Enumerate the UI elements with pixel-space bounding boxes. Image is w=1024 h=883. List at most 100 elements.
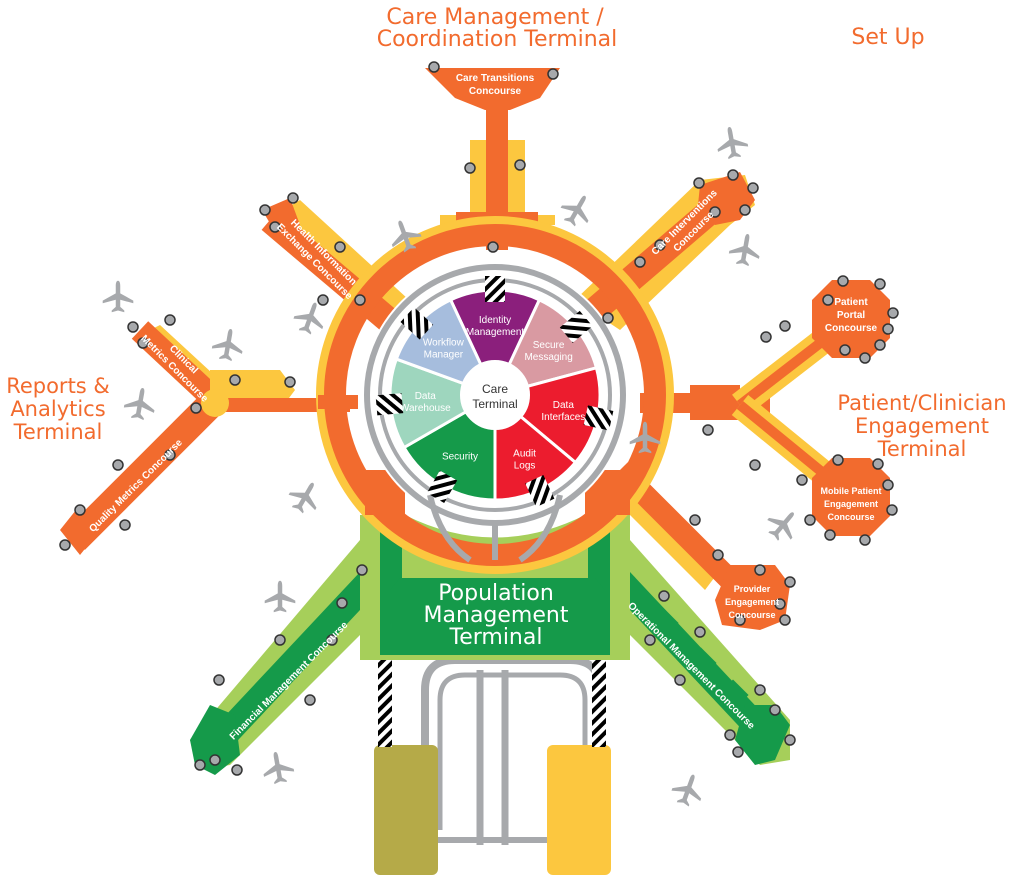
patient-portal-label-line3: Concourse (825, 323, 878, 334)
gate-dot (164, 449, 176, 461)
care-terminal-label-line2: Terminal (472, 397, 517, 411)
gate-dot (354, 294, 366, 306)
gate-dot (804, 514, 816, 526)
gate-dot (602, 312, 614, 324)
gate-dot (317, 294, 329, 306)
patient-terminal-line2: Engagement (855, 414, 989, 438)
airplane-icon (264, 580, 296, 613)
gate-dot (734, 614, 746, 626)
identity-management-connector (485, 276, 505, 302)
setup-label[interactable]: Set Up (851, 25, 924, 50)
gate-dot (837, 275, 849, 287)
gate-dot (822, 294, 834, 306)
data-warehouse-label-line2: Warehouse (400, 403, 451, 414)
care-terminal-title-line2: Coordination Terminal (377, 27, 618, 52)
patient-engagement-arms[interactable] (640, 280, 890, 536)
mobile-label-line2: Engagement (824, 499, 878, 509)
quality-metrics-label: Quality Metrics Concourse (87, 437, 185, 535)
care-terminal-hub: IdentityManagementSecureMessagingDataInt… (375, 276, 614, 508)
identity-management-label-line2: Management (466, 327, 525, 338)
reports-connector (210, 398, 350, 412)
care-transitions-concourse[interactable] (425, 68, 560, 250)
gate-dot (882, 323, 894, 335)
gate-dot (658, 590, 670, 602)
secure-messaging-label-line1: Secure (533, 340, 565, 351)
reports-terminal-line2: Analytics (10, 397, 105, 421)
audit-logs-label-line2: Logs (514, 460, 536, 471)
patient-terminal-line3: Terminal (877, 437, 967, 461)
data-warehouse-connector (375, 393, 404, 416)
hie-concourse[interactable] (261, 198, 420, 340)
airplane-icon (210, 326, 246, 363)
gate-dot (779, 614, 791, 626)
airplane-icon (714, 124, 750, 161)
care-terminal-center[interactable] (460, 360, 530, 430)
gate-dot (190, 402, 202, 414)
care-terminal-title-line1: Care Management / (386, 5, 604, 30)
gate-dot (754, 564, 766, 576)
gate-dot (689, 514, 701, 526)
gate-dot (784, 734, 796, 746)
gate-dot (760, 331, 772, 343)
gate-dot (712, 549, 724, 561)
gate-dot (882, 479, 894, 491)
care-transitions-label-line1: Care Transitions (456, 73, 535, 84)
population-terminal-line1: Population (438, 581, 554, 606)
gate-dot (747, 182, 759, 194)
gate-dot (874, 278, 886, 290)
gate-dot (769, 704, 781, 716)
mobile-patient-concourse[interactable] (812, 458, 890, 536)
gate-dot (356, 564, 368, 576)
gate-dot (229, 374, 241, 386)
population-terminal-line3: Terminal (449, 625, 543, 650)
gate-dot (779, 320, 791, 332)
workflow-manager-label-line2: Manager (424, 350, 464, 361)
gate-dot (284, 376, 296, 388)
gate-dot (269, 221, 281, 233)
gate-dot (127, 321, 139, 333)
secure-messaging-label-line2: Messaging (524, 352, 572, 363)
gate-dot (774, 598, 786, 610)
gate-dot (644, 634, 656, 646)
parking-area (374, 655, 611, 875)
gate-dot (702, 424, 714, 436)
gate-dot (724, 729, 736, 741)
airplane-icon (556, 188, 599, 231)
gate-dot (336, 597, 348, 609)
gate-dot (732, 746, 744, 758)
gate-dot (259, 204, 271, 216)
care-terminal-label-line1: Care (482, 382, 508, 396)
provider-label-line1: Provider (734, 584, 771, 594)
reports-terminal-line1: Reports & (6, 374, 110, 398)
reports-terminal-line3: Terminal (13, 420, 103, 444)
gate-dot (231, 764, 243, 776)
mobile-label-line1: Mobile Patient (820, 486, 881, 496)
data-interfaces-label-line2: Interfaces (541, 412, 585, 423)
gate-dot (886, 504, 898, 516)
gate-dot (274, 634, 286, 646)
gate-dot (112, 459, 124, 471)
gate-dot (304, 694, 316, 706)
airplane-icon (668, 769, 708, 810)
care-interventions-concourse[interactable] (575, 172, 755, 330)
gate-dot (209, 754, 221, 766)
gate-dot (754, 684, 766, 696)
gate-dot (727, 169, 739, 181)
gate-dot (487, 241, 499, 253)
airplane-icon (727, 231, 763, 268)
airplane-icon (102, 280, 134, 313)
gate-dot (59, 539, 71, 551)
airplane-icon (122, 385, 158, 422)
patient-terminal-line1: Patient/Clinician (837, 391, 1006, 415)
gate-dot (874, 339, 886, 351)
gate-dot (859, 534, 871, 546)
patient-portal-label-line2: Portal (837, 310, 866, 321)
gate-dot (287, 192, 299, 204)
gate-dot (824, 529, 836, 541)
provider-label-line3: Concourse (728, 610, 775, 620)
terminal-titles: Care Management / Coordination Terminal … (6, 5, 1006, 650)
data-interfaces-connector (583, 405, 614, 431)
operational-concourse[interactable] (595, 540, 790, 765)
gate-dot (164, 314, 176, 326)
